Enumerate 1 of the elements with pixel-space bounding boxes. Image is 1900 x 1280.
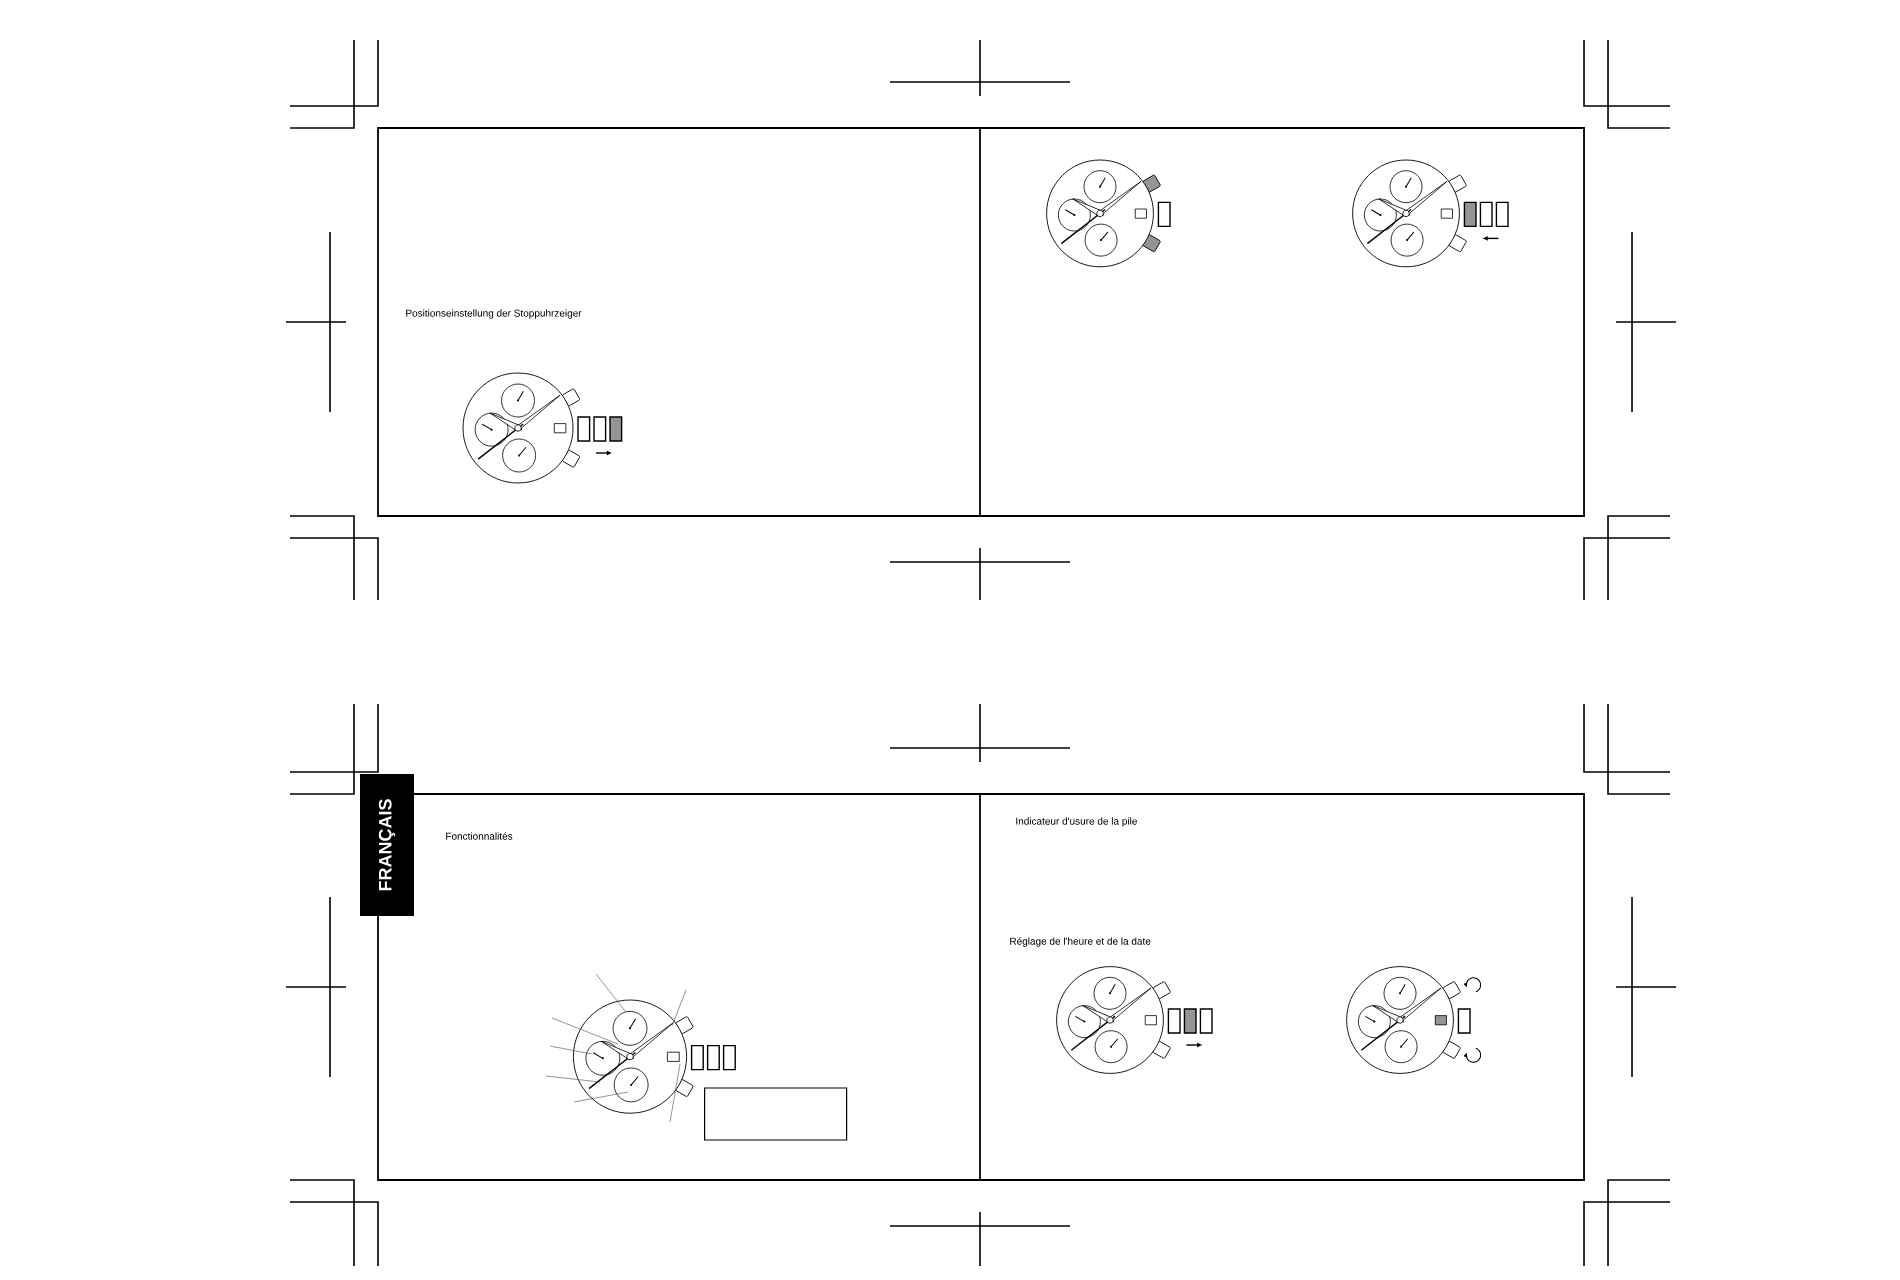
language-tab: FRANÇAIS (360, 774, 414, 916)
